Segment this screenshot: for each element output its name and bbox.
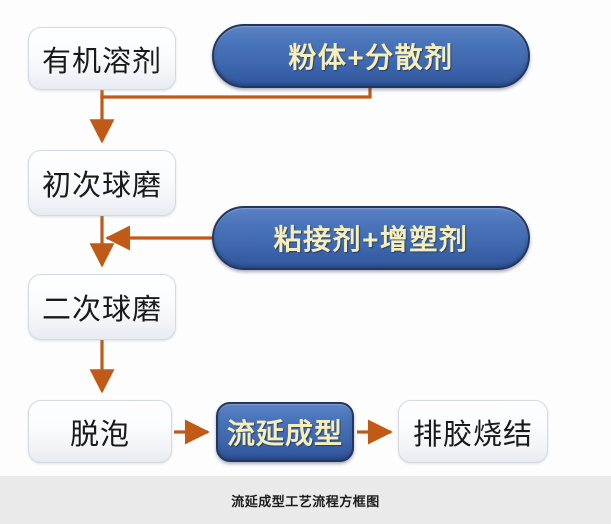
node-label: 有机溶剂 (41, 45, 162, 78)
node-organic-solvent[interactable]: 有机溶剂 (28, 27, 176, 90)
node-powder-dispersant[interactable]: 粉体+分散剂 (212, 24, 530, 88)
node-first-ball-milling[interactable]: 初次球磨 (28, 150, 176, 216)
figure-caption: 流延成型工艺流程方框图 (231, 493, 380, 509)
node-degassing[interactable]: 脱泡 (28, 400, 172, 463)
node-tape-casting[interactable]: 流延成型 (216, 402, 354, 462)
node-label: 二次球磨 (41, 294, 162, 326)
node-label: 排胶烧结 (412, 418, 533, 451)
node-label: 流延成型 (226, 418, 343, 449)
edge-solvent-powder-to-mill1 (89, 88, 372, 144)
node-label: 粘接剂+增塑剂 (273, 224, 469, 255)
connector-layer (89, 88, 393, 445)
flowchart-canvas: 有机溶剂 粉体+分散剂 初次球磨 粘接剂+增塑剂 二次球磨 脱泡 流延成型 排胶… (28, 24, 548, 463)
node-debinding-sintering[interactable]: 排胶烧结 (398, 400, 548, 463)
node-label: 粉体+分散剂 (288, 42, 454, 73)
caption-bar: 流延成型工艺流程方框图 (0, 476, 611, 524)
node-label: 脱泡 (69, 418, 130, 451)
node-second-ball-milling[interactable]: 二次球磨 (28, 274, 176, 340)
node-binder-plasticizer[interactable]: 粘接剂+增塑剂 (212, 206, 530, 270)
node-label: 初次球磨 (41, 170, 162, 202)
